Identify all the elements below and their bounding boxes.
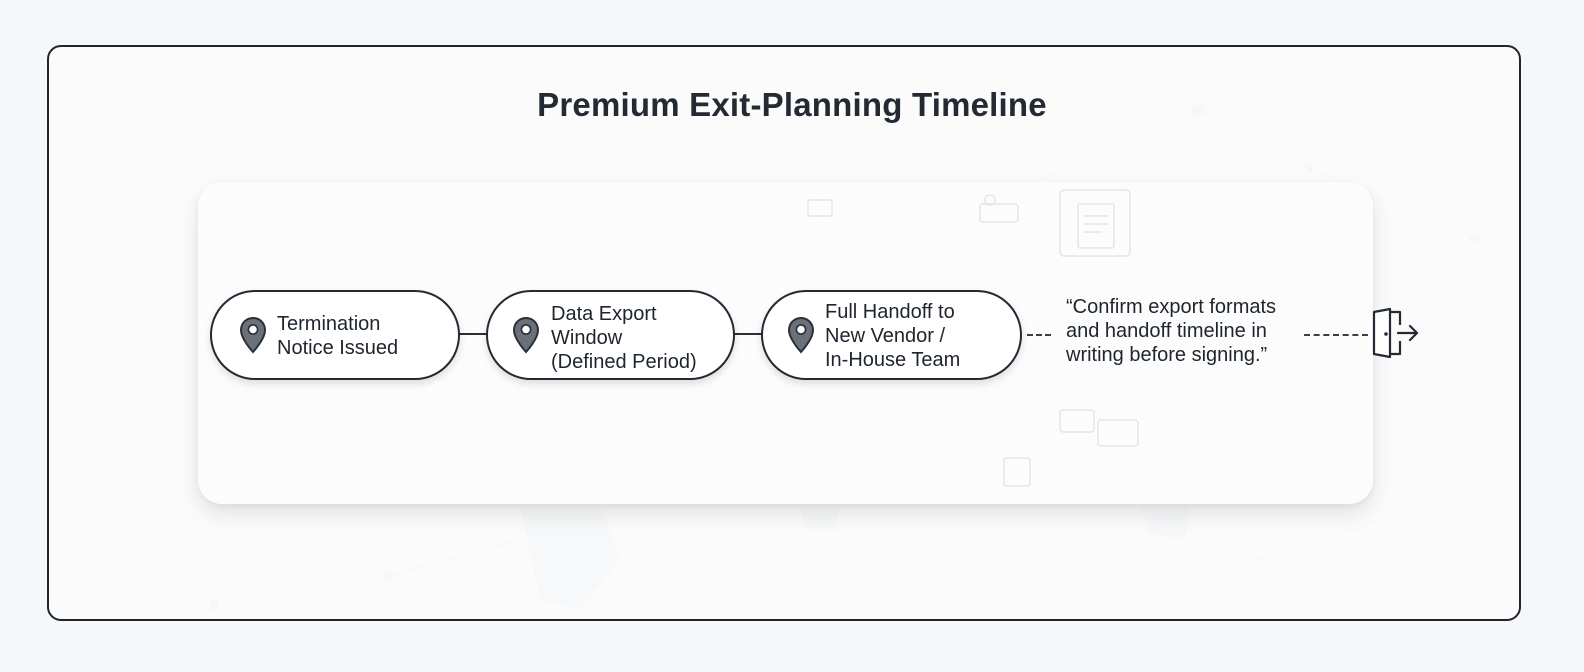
dashed-connector-to-note <box>1027 334 1051 336</box>
node-label-line: Window <box>551 327 623 349</box>
node-label-line: Full Handoff to <box>825 301 955 323</box>
node-label: Data Export Window (Defined Period) <box>551 302 697 374</box>
map-pin-icon <box>239 316 267 354</box>
node-label-line: Termination <box>277 313 381 335</box>
node-label-line: In-House Team <box>825 349 961 371</box>
node-label-line: (Defined Period) <box>551 351 697 373</box>
advice-quote: “Confirm export formats and handoff time… <box>1066 295 1276 367</box>
node-label-line: New Vendor / <box>825 325 946 347</box>
node-label: Termination Notice Issued <box>277 312 398 360</box>
node-label: Full Handoff to New Vendor / In-House Te… <box>825 300 960 372</box>
dashed-connector-to-exit <box>1304 334 1368 336</box>
connector-line-1 <box>458 333 488 335</box>
quote-line: writing before signing.” <box>1066 344 1268 366</box>
quote-line: and handoff timeline in <box>1066 320 1267 342</box>
diagram-title: Premium Exit-Planning Timeline <box>537 86 1047 123</box>
connector-line-2 <box>733 333 763 335</box>
exit-door-icon <box>1372 307 1419 359</box>
timeline-node-termination: Termination Notice Issued <box>210 290 460 380</box>
timeline-node-full-handoff: Full Handoff to New Vendor / In-House Te… <box>761 290 1022 380</box>
map-pin-icon <box>787 316 815 354</box>
timeline-node-data-export: Data Export Window (Defined Period) <box>486 290 735 380</box>
panel-watermark <box>807 189 1139 487</box>
node-label-line: Notice Issued <box>277 337 399 359</box>
map-pin-icon <box>512 316 540 354</box>
quote-line: “Confirm export formats <box>1066 296 1277 318</box>
node-label-line: Data Export <box>551 303 657 325</box>
